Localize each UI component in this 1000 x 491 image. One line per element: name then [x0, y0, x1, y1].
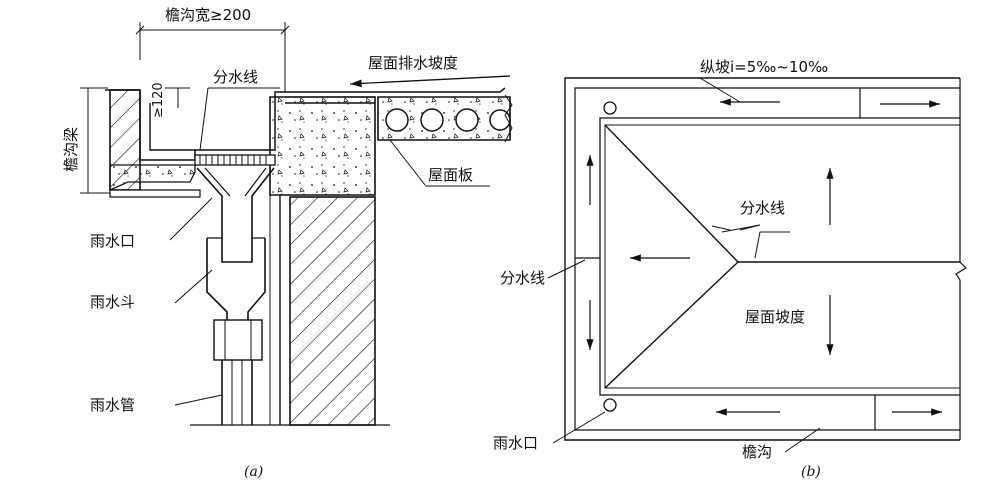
roof-slope-b-label: 屋面坡度	[745, 308, 805, 326]
rain-outlet-a-label: 雨水口	[90, 232, 135, 250]
divide-line-left-label: 分水线	[500, 269, 545, 287]
gutter-width-dimension: 檐沟宽≥200	[135, 6, 290, 92]
rain-outlet-grate	[194, 154, 276, 166]
figure-b: 纵坡i=5‰~10‰ 分水线 分水线 屋面坡度 雨水口 檐沟 (b)	[493, 58, 967, 480]
dim-120-label: ≥120	[151, 82, 166, 118]
gutter-beam-label: 檐沟梁	[62, 127, 80, 172]
roof-slope-label: 屋面排水坡度	[368, 54, 458, 72]
longitudinal-slope-label: 纵坡i=5‰~10‰	[700, 58, 828, 76]
flow-arrows	[586, 98, 942, 416]
gutter-beam-dimension: 檐沟梁	[62, 87, 125, 194]
roof-divide-lines	[604, 124, 960, 389]
caption-b: (b)	[801, 464, 821, 480]
dim-120: ≥120	[151, 82, 190, 118]
rain-outlet-b-bottom	[603, 398, 617, 412]
divide-line-a: 分水线	[199, 68, 280, 151]
figure-a: 檐沟宽≥200 檐沟梁 ≥120	[62, 6, 513, 480]
hollow-core-slab	[377, 94, 513, 143]
gutter-width-label: 檐沟宽≥200	[165, 6, 251, 24]
rain-outlet-b-label: 雨水口	[493, 434, 538, 452]
roof-parapet-concrete	[269, 96, 376, 196]
caption-a: (a)	[244, 464, 263, 480]
leaders-a: 雨水口 雨水斗 雨水管 屋面板	[90, 139, 490, 414]
rain-pipe-label: 雨水管	[90, 396, 135, 414]
gutter-b-label: 檐沟	[742, 443, 772, 461]
rain-outlet-funnel	[196, 167, 275, 263]
divide-line-top-label: 分水线	[740, 199, 785, 217]
roof-slab-label: 屋面板	[428, 166, 473, 184]
rain-hopper	[206, 237, 266, 320]
labels-b: 纵坡i=5‰~10‰ 分水线 分水线 屋面坡度 雨水口 檐沟	[493, 58, 828, 461]
divide-line-a-label: 分水线	[213, 68, 258, 86]
roof-slope-arrow: 屋面排水坡度	[349, 54, 511, 88]
rain-pipe	[213, 319, 263, 425]
rain-outlet-b-top	[603, 101, 617, 115]
brick-wall	[289, 196, 376, 426]
rain-hopper-label: 雨水斗	[90, 293, 135, 311]
